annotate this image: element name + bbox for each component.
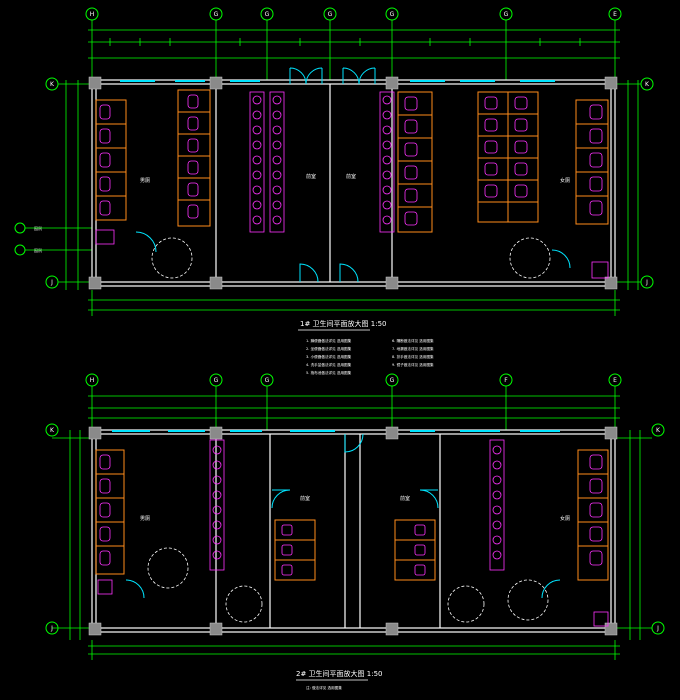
room-label: 男厕	[140, 516, 150, 522]
structural-columns-1	[88, 76, 618, 290]
fixtures-2	[97, 439, 609, 627]
doors-2	[125, 433, 561, 599]
axis-label: F	[504, 377, 508, 384]
squat-toilets-right-1	[95, 96, 609, 279]
squat-toilets-left-1	[99, 94, 199, 219]
axis-label: H	[90, 11, 95, 18]
axis-label: G	[328, 11, 333, 18]
room-label: 女厕	[560, 177, 570, 184]
axis-label: J	[50, 279, 53, 286]
structural-columns-2	[88, 426, 618, 636]
turning-circles-2	[147, 547, 549, 623]
dimension-ticks-1	[109, 38, 581, 46]
doors-1	[135, 67, 571, 283]
axis-label: K	[50, 427, 55, 434]
room-label: 前室	[306, 173, 316, 180]
axis-label: K	[645, 81, 650, 88]
note-line: 4. 洗手盆做法详见 选用图集	[306, 362, 352, 367]
urinals-1	[249, 91, 395, 233]
note-line: 2. 坐便器做法详见 选用图集	[306, 346, 352, 351]
turning-circles-1	[151, 237, 551, 279]
note-line: 7. 地漏做法详见 选用图集	[392, 346, 434, 351]
note-line: 5. 拖布池做法详见 选用图集	[306, 370, 352, 375]
floor-plan-1: H G G G G G E	[14, 7, 654, 375]
stalls-2	[95, 449, 609, 581]
note-line: 9. 镜子做法详见 选用图集	[392, 362, 434, 367]
note-line: 8. 扶手做法详见 选用图集	[392, 354, 434, 359]
floor-plan-2: H G G G F E K J K J	[45, 373, 665, 690]
plan-title: 1# 卫生间平面放大图 1:50	[300, 319, 387, 328]
axis-label: G	[504, 11, 509, 18]
axis-label: G	[265, 377, 270, 384]
note-line: 1. 蹲便器做法详见 选用图集	[306, 338, 352, 343]
axis-label: G	[390, 377, 395, 384]
dimension-lines-top-2	[52, 386, 652, 660]
room-label: 女厕	[560, 515, 570, 522]
axis-label: G	[214, 11, 219, 18]
stalls-right-1	[397, 91, 609, 233]
axis-label: J	[50, 625, 53, 632]
note-line: 注: 做法详见 选用图集	[306, 685, 342, 690]
axis-label: G	[390, 11, 395, 18]
axis-label: G	[265, 11, 270, 18]
room-label: 前室	[346, 173, 356, 180]
plan-title: 2# 卫生间平面放大图 1:50	[296, 669, 383, 678]
dimension-lines-top-1	[88, 20, 620, 80]
axis-label: J	[656, 625, 659, 632]
axis-label: K	[656, 427, 661, 434]
axis-label: H	[90, 377, 95, 384]
axis-bubbles-side-2	[45, 423, 665, 635]
note-line: 6. 隔断做法详见 选用图集	[392, 338, 434, 343]
room-label: 前室	[300, 495, 310, 502]
axis-label: K	[50, 81, 55, 88]
room-label: 男厕	[140, 178, 150, 184]
axis-label: G	[214, 377, 219, 384]
note-line: 3. 小便器做法详见 选用图集	[306, 354, 352, 359]
axis-label: J	[645, 279, 648, 286]
room-label: 前室	[400, 495, 410, 502]
axis-label: E	[613, 377, 617, 384]
notes-1: 1. 蹲便器做法详见 选用图集 2. 坐便器做法详见 选用图集 3. 小便器做法…	[306, 338, 434, 375]
stalls-left-1	[95, 89, 211, 227]
axis-label: E	[613, 11, 617, 18]
